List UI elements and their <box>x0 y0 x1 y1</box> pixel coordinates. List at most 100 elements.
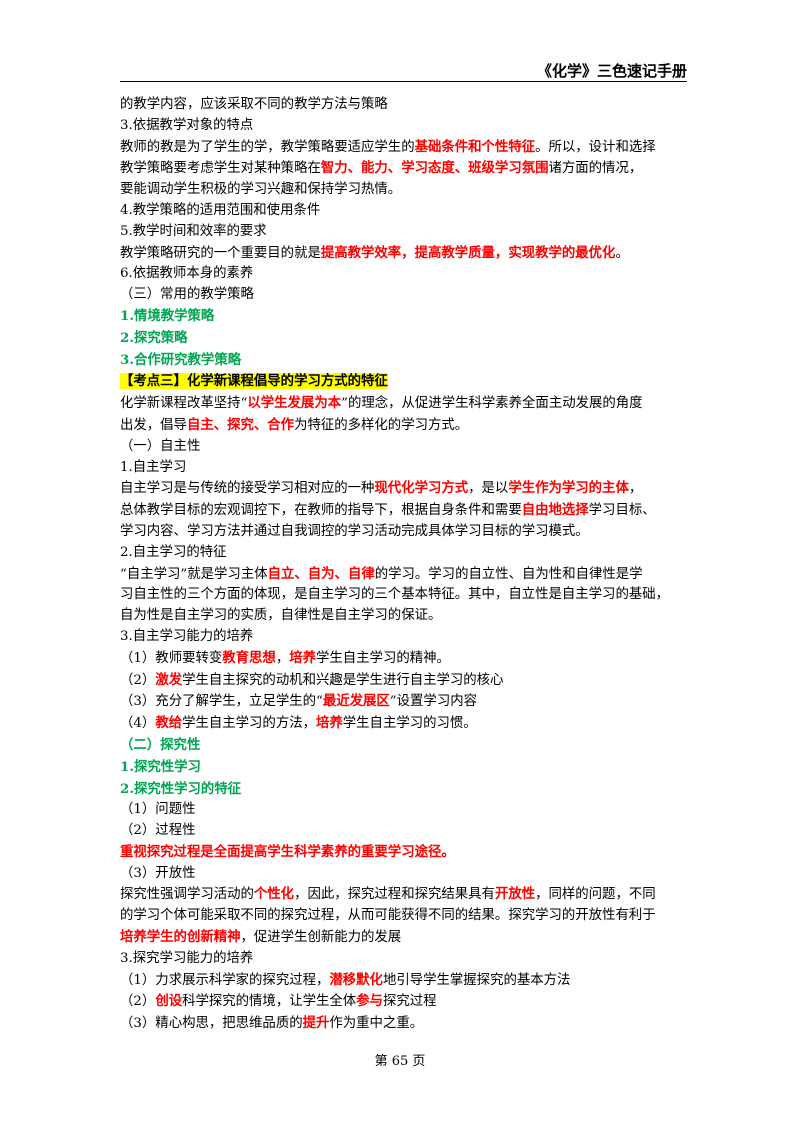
text-line: 自为性是自主学习的实质，自律性是自主学习的保证。 <box>120 606 688 627</box>
text-line: 教师的教是为了学生的学，教学策略要适应学生的基础条件和个性特征。所以，设计和选择 <box>120 137 688 159</box>
key-term: 自主、探究、合作 <box>186 416 295 433</box>
key-term: 开放性 <box>494 886 536 903</box>
text-run: 2.自主学习的特征 <box>120 544 227 560</box>
text-line: 3.依据教学对象的特点 <box>120 116 688 137</box>
text-line: 自主学习是与传统的接受学习相对应的一种现代化学习方式，是以学生作为学习的主体， <box>120 478 688 500</box>
text-line: 学习内容、学习方法并通过自我调控的学习活动完成具体学习目标的学习模式。 <box>120 522 688 543</box>
text-run: ，因此，探究过程和探究结果具有 <box>294 887 495 903</box>
key-term: 以学生发展为本 <box>247 395 342 412</box>
text-run: ”的理念，从促进学生科学素养全面主动发展的角度 <box>341 396 643 412</box>
text-run: 自主学习是与传统的接受学习相对应的一种 <box>120 481 375 497</box>
key-term: 自立、自为、自律 <box>267 565 375 582</box>
text-run: 科学探究的情境，让学生全体 <box>182 994 357 1010</box>
text-run: “自主学习”就是学习主体 <box>120 566 268 582</box>
text-run: 要能调动学生积极的学习兴趣和保持学习热情。 <box>120 182 402 198</box>
key-term: 培养学生的创新精神 <box>120 929 241 946</box>
text-line: 要能调动学生积极的学习兴趣和保持学习热情。 <box>120 180 688 201</box>
text-run: （一）自主性 <box>120 438 201 454</box>
text-run: 3.依据教学对象的特点 <box>120 117 254 133</box>
key-term: 自由地选择 <box>521 502 589 519</box>
text-line: （一）自主性 <box>120 437 688 458</box>
text-line: 【考点三】化学新课程倡导的学习方式的特征 <box>120 371 688 393</box>
text-line: 出发，倡导自主、探究、合作为特征的多样化的学习方式。 <box>120 415 688 437</box>
highlighted-heading: 【考点三】化学新课程倡导的学习方式的特征 <box>120 373 388 390</box>
text-run: 学生自主学习的精神。 <box>316 650 450 666</box>
text-run: 诸方面的情况， <box>548 161 643 177</box>
text-run: 出发，倡导 <box>120 417 187 433</box>
header-divider <box>120 81 687 82</box>
text-line: 的学习个体可能采取不同的探究过程，从而可能获得不同的结果。探究学习的开放性有利于 <box>120 906 688 927</box>
key-term: 现代化学习方式 <box>374 480 469 497</box>
key-term: 最近发展区 <box>322 693 390 710</box>
text-line: 1.情境教学策略 <box>120 306 688 328</box>
text-line: （3）充分了解学生，立足学生的“最近发展区”设置学习内容 <box>120 691 688 713</box>
page-body: 的教学内容，应该采取不同的教学方法与策略 3.依据教学对象的特点教师的教是为了学生… <box>120 95 688 1035</box>
text-run: 学生自主探究的动机和兴趣是学生进行自主学习的核心 <box>182 672 504 688</box>
text-run: 6.依据教师本身的素养 <box>120 266 254 282</box>
text-line: 总体教学目标的宏观调控下，在教师的指导下，根据自身条件和需要自由地选择学习目标、 <box>120 500 688 522</box>
text-run: 教师的教是为了学生的学，教学策略要适应学生的 <box>120 139 415 155</box>
text-line: 1.探究性学习 <box>120 757 688 779</box>
text-line: 2.探究性学习的特征 <box>120 779 688 801</box>
key-term: 培养 <box>316 715 343 732</box>
page-footer: 第 65 页 <box>0 1050 800 1069</box>
section-heading: 2.探究策略 <box>120 329 188 346</box>
text-run: 探究性强调学习活动的 <box>120 887 254 903</box>
key-term: 创设 <box>155 993 183 1010</box>
text-run: （三）常用的教学策略 <box>120 287 254 303</box>
text-line: 3.探究学习能力的培养 <box>120 949 688 970</box>
text-run: 学生自主学习的方法， <box>182 716 316 732</box>
text-line: （2）创设科学探究的情境，让学生全体参与探究过程 <box>120 991 688 1013</box>
text-line: 探究性强调学习活动的个性化，因此，探究过程和探究结果具有开放性，同样的问题，不同 <box>120 884 688 906</box>
key-term: 提高教学效率，提高教学质量，实现教学的最优化 <box>320 244 616 261</box>
section-heading: 3.合作研究教学策略 <box>120 351 242 368</box>
text-run: （4） <box>120 716 156 732</box>
text-line: 的教学内容，应该采取不同的教学方法与策略 <box>120 95 688 116</box>
text-line: 1.自主学习 <box>120 458 688 479</box>
text-run: 1.自主学习 <box>120 459 187 475</box>
key-term: 智力、能力、学习态度、班级学习氛围 <box>320 160 549 177</box>
key-term: 教育思想 <box>222 649 276 666</box>
text-run: （3）精心构思，把思维品质的 <box>120 1016 303 1032</box>
text-run: 5.教学时间和效率的要求 <box>120 223 267 239</box>
text-run: 的学习。学习的自立性、自为性和自律性是学 <box>374 566 643 582</box>
text-run: （2） <box>120 672 156 688</box>
text-run: ， <box>275 650 290 666</box>
text-run: 的教学内容，应该采取不同的教学方法与策略 <box>120 97 388 112</box>
text-line: 重视探究过程是全面提高学生科学素养的重要学习途径。 <box>120 842 688 864</box>
text-line: 5.教学时间和效率的要求 <box>120 222 688 243</box>
text-run: 化学新课程改革坚持“ <box>120 396 248 412</box>
section-heading: （二）探究性 <box>120 736 201 753</box>
text-run: ，促进学生创新能力的发展 <box>240 930 402 946</box>
text-run: ， <box>628 481 643 497</box>
text-run: （1）问题性 <box>120 802 196 818</box>
header-title: 《化学》三色速记手册 <box>536 62 687 80</box>
text-line: （4）教给学生自主学习的方法，培养学生自主学习的习惯。 <box>120 713 688 735</box>
text-line: 习自主性的三个方面的体现，是自主学习的三个基本特征。其中，自立性是自主学习的基础… <box>120 585 688 606</box>
text-run: ，同样的问题，不同 <box>535 887 656 903</box>
text-run: 地引导学生掌握探究的基本方法 <box>382 972 571 988</box>
text-run: 。所以，设计和选择 <box>535 139 656 155</box>
text-line: 教学策略研究的一个重要目的就是提高教学效率，提高教学质量，实现教学的最优化。 <box>120 243 688 265</box>
text-run: （2）过程性 <box>120 823 196 839</box>
text-run: 探究过程 <box>382 994 437 1010</box>
text-run: 教学策略要考虑学生对某种策略在 <box>120 161 321 177</box>
section-heading: 2.探究性学习的特征 <box>120 780 242 797</box>
text-line: （1）教师要转变教育思想，培养学生自主学习的精神。 <box>120 648 688 670</box>
text-run: ，是以 <box>468 481 509 497</box>
key-term: 潜移默化 <box>329 971 383 988</box>
section-heading: 1.情境教学策略 <box>120 307 215 324</box>
text-line: 4.教学策略的适用范围和使用条件 <box>120 201 688 222</box>
text-line: 教学策略要考虑学生对某种策略在智力、能力、学习态度、班级学习氛围诸方面的情况， <box>120 158 688 180</box>
key-term: 提升 <box>302 1015 330 1032</box>
text-line: （2）激发学生自主探究的动机和兴趣是学生进行自主学习的核心 <box>120 670 688 692</box>
text-run: 学习目标、 <box>588 503 656 519</box>
key-term: 学生作为学习的主体 <box>508 480 629 497</box>
text-run: 作为重中之重。 <box>329 1016 424 1032</box>
text-line: “自主学习”就是学习主体自立、自为、自律的学习。学习的自立性、自为性和自律性是学 <box>120 564 688 586</box>
text-run: （1）教师要转变 <box>120 650 223 666</box>
text-run: 学生自主学习的习惯。 <box>342 716 477 732</box>
text-run: 为特征的多样化的学习方式。 <box>294 417 469 433</box>
key-term: 个性化 <box>253 886 295 903</box>
text-run: 自为性是自主学习的实质，自律性是自主学习的保证。 <box>120 608 442 624</box>
